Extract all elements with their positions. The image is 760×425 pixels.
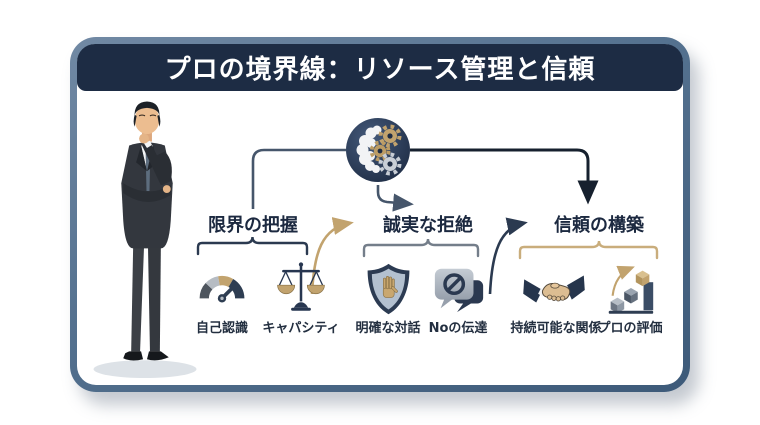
handshake-icon	[523, 275, 585, 303]
card	[70, 37, 690, 392]
brain-gears-icon	[346, 118, 410, 182]
card-inner	[77, 44, 683, 385]
label-professional-reputation: プロの評価	[597, 321, 663, 336]
heading-limit-awareness: 限界の把握	[208, 215, 298, 236]
heading-honest-refusal: 誠実な拒絶	[383, 215, 473, 236]
shield-hand-icon	[367, 263, 410, 315]
label-conveying-no: Noの伝達	[428, 321, 488, 336]
heading-trust-building: 信頼の構築	[554, 215, 644, 236]
no-speech-bubbles-icon	[434, 268, 484, 313]
gauge-icon	[199, 275, 245, 303]
label-capacity: キャパシティ	[262, 321, 340, 336]
title-bar: プロの境界線：リソース管理と信頼	[77, 44, 683, 91]
thinking-businessman-illustration	[93, 101, 197, 379]
label-clear-dialogue: 明確な対話	[355, 321, 421, 336]
page-title: プロの境界線：リソース管理と信頼	[164, 55, 596, 85]
label-sustainable-relationship: 持続可能な関係	[510, 321, 602, 336]
growth-blocks-icon	[608, 265, 654, 314]
balance-scale-icon	[277, 262, 325, 311]
label-self-awareness: 自己認識	[195, 321, 249, 336]
